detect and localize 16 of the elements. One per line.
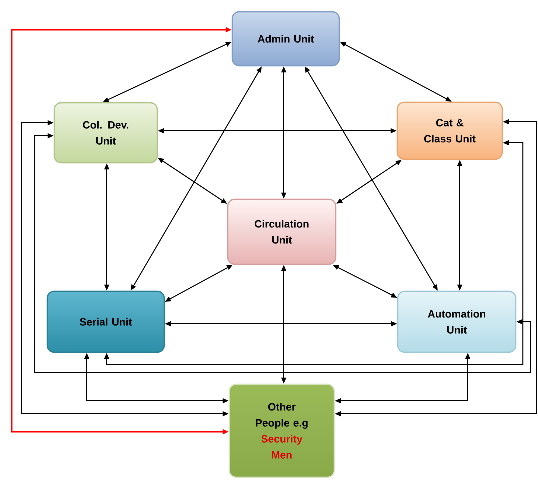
node-text: Serial Unit	[80, 318, 132, 326]
node-text: Automation Unit	[428, 310, 486, 334]
node-text: Circulation Unit	[255, 220, 309, 244]
unit-box	[396, 102, 504, 160]
node-text: Col. Dev. Unit	[83, 121, 129, 145]
unit-box	[228, 384, 336, 478]
highlighted-text: Security Men	[262, 435, 303, 459]
node-text: Other People e.g	[256, 403, 308, 429]
unit-box	[397, 290, 517, 354]
node-text: Admin Unit	[258, 35, 314, 43]
unit-box	[54, 102, 158, 164]
unit-box	[227, 198, 337, 266]
node-text: Cat & Class Unit	[424, 119, 476, 143]
arrow	[34, 133, 532, 374]
unit-box	[232, 11, 340, 67]
unit-box	[46, 290, 166, 354]
